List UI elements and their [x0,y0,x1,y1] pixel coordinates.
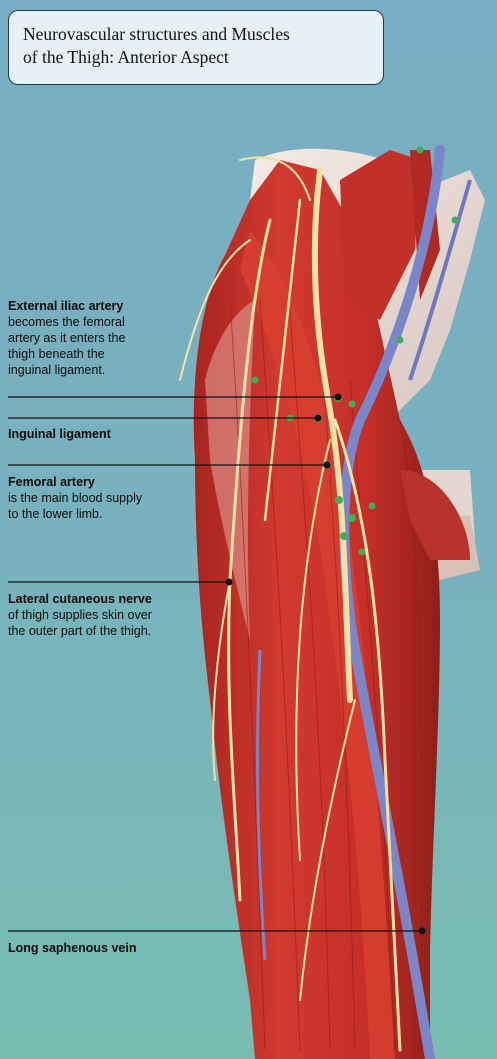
label-line: becomes the femoral [8,315,125,329]
leader-lines [8,396,422,932]
label-heading: Inguinal ligament [8,427,111,441]
label-lateral-cutaneous-nerve: Lateral cutaneous nerve of thigh supplie… [8,591,152,639]
label-line: is the main blood supply [8,491,143,505]
label-femoral-artery: Femoral artery is the main blood supply … [8,474,142,522]
label-inguinal-ligament: Inguinal ligament [8,426,111,442]
label-line: to the lower limb. [8,507,103,521]
label-line: inguinal ligament. [8,363,106,377]
label-line: artery as it enters the [8,331,126,345]
leader-dots [225,393,426,935]
label-external-iliac-artery: External iliac artery becomes the femora… [8,298,125,378]
label-line: the outer part of the thigh. [8,624,152,638]
title-line-1: Neurovascular structures and Muscles [23,24,290,44]
label-heading: Femoral artery [8,475,95,489]
label-heading: External iliac artery [8,299,124,313]
title-box: Neurovascular structures and Muscles of … [8,10,384,85]
label-heading: Long saphenous vein [8,941,137,955]
title-line-2: of the Thigh: Anterior Aspect [23,47,229,67]
label-long-saphenous-vein: Long saphenous vein [8,940,137,956]
label-line: thigh beneath the [8,347,105,361]
label-heading: Lateral cutaneous nerve [8,592,152,606]
label-line: of thigh supplies skin over [8,608,152,622]
